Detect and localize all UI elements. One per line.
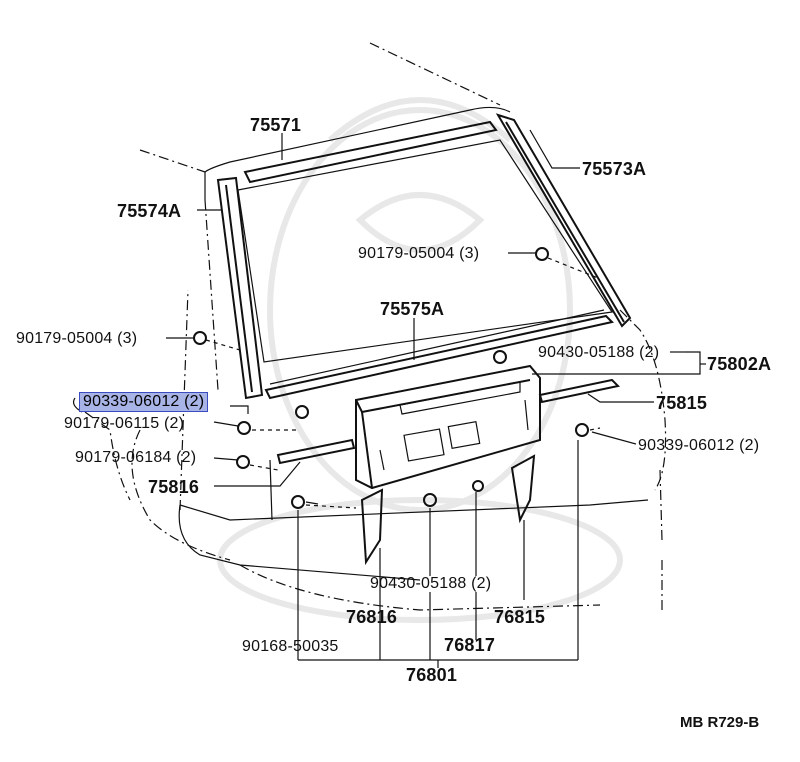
label-90179-06115[interactable]: 90179-06115 (2): [64, 415, 185, 432]
label-76801[interactable]: 76801: [406, 665, 458, 685]
label-90339-06012-right[interactable]: 90339-06012 (2): [638, 437, 760, 454]
label-90179-05004-upper[interactable]: 90179-05004 (3): [358, 245, 480, 262]
label-76817[interactable]: 76817: [444, 635, 496, 655]
license-garnish-panel: [355, 364, 541, 490]
label-75575a[interactable]: 75575A: [380, 299, 445, 319]
label-90430-05188-upper[interactable]: 90430-05188 (2): [538, 344, 660, 361]
label-90179-06184[interactable]: 90179-06184 (2): [75, 449, 197, 466]
leader-lines: [72, 129, 706, 668]
label-75802a[interactable]: 75802A: [707, 354, 772, 374]
label-90430-05188-lower[interactable]: 90430-05188 (2): [370, 575, 492, 592]
fasteners: [193, 247, 601, 509]
label-75815[interactable]: 75815: [656, 393, 708, 413]
label-76816[interactable]: 76816: [346, 607, 398, 627]
watermark-logo: [217, 97, 623, 623]
label-90179-05004-left[interactable]: 90179-05004 (3): [16, 330, 138, 347]
label-76815[interactable]: 76815: [494, 607, 546, 627]
label-90339-06012-highlighted[interactable]: 90339-06012 (2): [78, 392, 209, 412]
label-75573a[interactable]: 75573A: [582, 159, 647, 179]
label-90168-50035[interactable]: 90168-50035: [242, 638, 339, 655]
label-75574a[interactable]: 75574A: [117, 201, 182, 221]
back-door-frame: [216, 113, 632, 400]
diagram-code: MB R729-B: [680, 714, 760, 731]
label-75816[interactable]: 75816: [148, 477, 200, 497]
vehicle-body-outline: [131, 42, 667, 611]
side-moldings: [276, 378, 621, 465]
lower-garnish-pieces: [360, 454, 536, 566]
label-75571[interactable]: 75571: [250, 115, 302, 135]
